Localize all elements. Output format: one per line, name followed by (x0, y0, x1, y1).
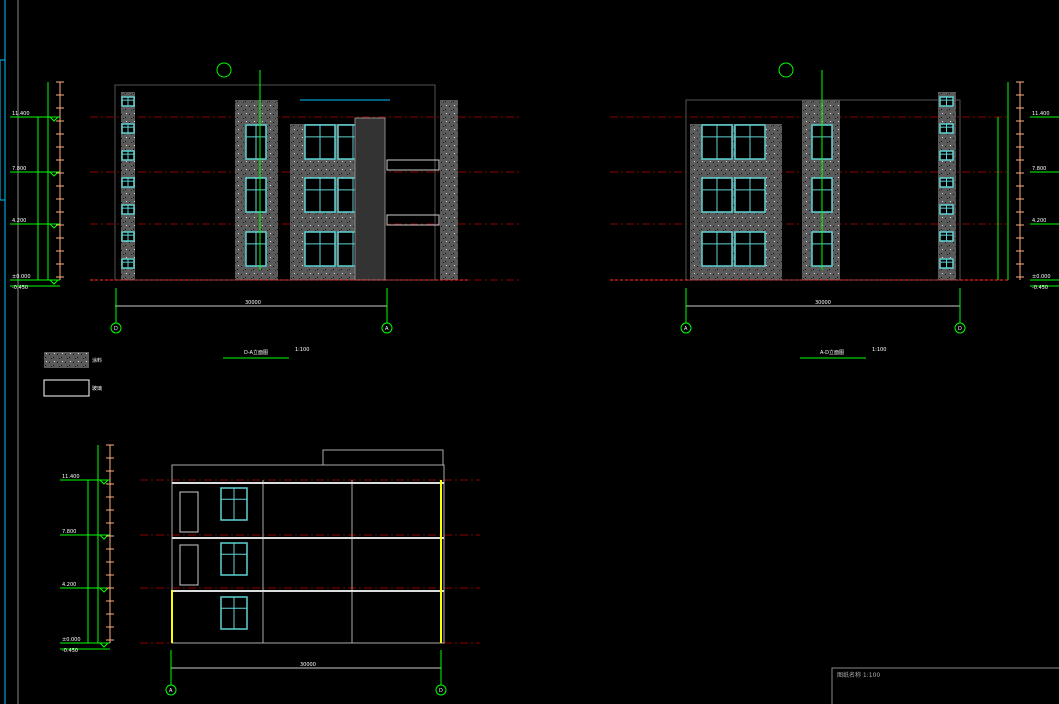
level-triangle (99, 587, 109, 593)
legend: 涂料 玻璃 (43, 352, 102, 397)
axis-label: A (684, 326, 688, 332)
title-block-text: 图纸名称 1:100 (837, 671, 880, 679)
section-outline (171, 464, 445, 644)
title-block: 图纸名称 1:100 (831, 667, 1059, 704)
legend-swatch-paint (44, 352, 89, 368)
stair-railing (386, 159, 440, 171)
axis-label: D (958, 326, 962, 332)
title-right-text: A-D立面图 (820, 349, 844, 356)
stair-section (179, 544, 199, 586)
axis-label: D (439, 688, 443, 694)
axis-label: A (385, 326, 389, 332)
level-triangle (99, 642, 109, 648)
level-label: 11.400 (1032, 111, 1050, 117)
axis-label: A (169, 688, 173, 694)
sheet-border (0, 0, 19, 704)
legend-label-paint: 涂料 (92, 357, 102, 364)
stair-core (354, 117, 386, 281)
title-left: D-A立面图 1:100 (223, 347, 309, 359)
level-label: 4.200 (62, 582, 76, 588)
overall-dimension-label: 30000 (815, 300, 831, 306)
level-triangle (49, 279, 59, 285)
title-left-scale: 1:100 (295, 347, 309, 353)
level-label: ±0.000 (12, 274, 31, 280)
stair-railing (386, 214, 440, 226)
detail-callout (778, 62, 794, 78)
level-label: 4.200 (1032, 218, 1046, 224)
title-left-text: D-A立面图 (244, 349, 268, 356)
legend-label-glass: 玻璃 (92, 385, 102, 392)
level-label: -0.450 (1032, 285, 1048, 291)
roof-stair-room (322, 449, 444, 466)
level-triangle (99, 479, 109, 485)
wall-side (440, 100, 458, 280)
level-label: -0.450 (62, 648, 78, 654)
level-label: 11.400 (62, 474, 80, 480)
stair-section (179, 491, 199, 533)
axis-label: D (114, 326, 118, 332)
detail-callout (216, 62, 232, 78)
level-label: ±0.000 (62, 637, 81, 643)
level-label: -0.450 (12, 285, 28, 291)
overall-dimension-label: 30000 (300, 662, 316, 668)
level-label: 7.800 (12, 166, 26, 172)
level-triangle (49, 116, 59, 122)
level-label: 4.200 (12, 218, 26, 224)
level-label: ±0.000 (1032, 274, 1051, 280)
level-label: 7.800 (62, 529, 76, 535)
level-label: 7.800 (1032, 166, 1046, 172)
legend-swatch-glass (43, 379, 90, 397)
overall-dimension-label: 30000 (245, 300, 261, 306)
title-right-scale: 1:100 (872, 347, 886, 353)
level-label: 11.400 (12, 111, 30, 117)
title-right: A-D立面图 1:100 (800, 347, 886, 359)
